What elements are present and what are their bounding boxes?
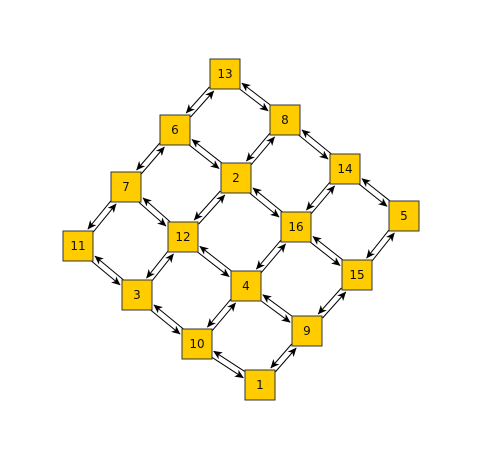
edge-arrow-9-to-4 (262, 294, 295, 318)
edge-arrow-3-to-12 (150, 253, 174, 283)
edge-arrow-3-to-11 (94, 255, 125, 281)
node-box (220, 162, 252, 194)
edge-arrow-16-to-14 (310, 185, 335, 215)
edge-arrow-16-to-4 (256, 239, 282, 270)
node-13: 13 (209, 58, 241, 90)
edge-arrow-14-to-5 (357, 182, 388, 207)
node-label: 4 (242, 279, 250, 293)
edge-arrow-5-to-14 (361, 178, 392, 203)
node-2: 2 (220, 162, 252, 194)
edge-arrow-1-to-9 (274, 347, 297, 373)
node-box (62, 230, 94, 262)
edge-arrow-11-to-7 (92, 203, 117, 234)
node-7: 7 (110, 171, 142, 203)
node-box (209, 58, 241, 90)
node-label: 15 (349, 268, 364, 282)
node-label: 3 (133, 288, 141, 302)
edge-arrow-9-to-1 (270, 343, 293, 369)
edge-arrow-8-to-14 (297, 134, 329, 160)
node-6: 6 (159, 114, 191, 146)
edge-arrow-15-to-5 (370, 232, 395, 263)
node-label: 10 (189, 337, 204, 351)
edges-layer (87, 82, 395, 379)
node-14: 14 (329, 153, 361, 185)
edge-arrow-1-to-10 (213, 350, 247, 374)
node-label: 12 (175, 230, 190, 244)
node-label: 7 (122, 180, 130, 194)
node-5: 5 (388, 200, 420, 232)
node-8: 8 (269, 104, 301, 136)
edge-arrow-12-to-2 (198, 194, 226, 225)
edge-arrow-7-to-6 (140, 146, 165, 175)
node-9: 9 (291, 315, 323, 347)
edge-arrow-12-to-4 (195, 250, 230, 278)
node-label: 11 (70, 239, 85, 253)
node-box (159, 114, 191, 146)
node-box (388, 200, 420, 232)
node-1: 1 (244, 369, 276, 401)
node-label: 16 (288, 220, 303, 234)
edge-arrow-15-to-16 (312, 236, 345, 262)
node-box (167, 221, 199, 253)
edge-arrow-2-to-6 (191, 139, 224, 165)
edge-arrow-11-to-3 (90, 260, 121, 286)
node-label: 5 (400, 209, 408, 223)
node-10: 10 (181, 328, 213, 360)
node-label: 2 (232, 171, 240, 185)
node-11: 11 (62, 230, 94, 262)
edge-arrow-10-to-1 (210, 355, 244, 379)
node-label: 6 (171, 123, 179, 137)
node-label: 14 (337, 162, 352, 176)
node-box (230, 270, 262, 302)
edge-arrow-13-to-8 (237, 87, 269, 112)
node-box (121, 279, 153, 311)
edge-arrow-2-to-16 (248, 192, 280, 218)
edge-arrow-3-to-10 (149, 309, 181, 335)
edge-arrow-5-to-15 (366, 228, 391, 259)
node-box (110, 171, 142, 203)
edge-arrow-7-to-11 (87, 199, 112, 230)
edge-arrow-4-to-12 (199, 245, 234, 273)
node-box (181, 328, 213, 360)
edge-arrow-6-to-13 (190, 90, 215, 118)
node-box (244, 369, 276, 401)
node-label: 1 (256, 378, 264, 392)
node-box (329, 153, 361, 185)
edge-arrow-10-to-3 (153, 304, 185, 330)
node-label: 9 (303, 324, 311, 338)
node-16: 16 (280, 211, 312, 243)
node-box (341, 259, 373, 291)
node-3: 3 (121, 279, 153, 311)
edge-arrow-6-to-2 (187, 143, 220, 169)
edge-arrow-16-to-15 (308, 240, 341, 266)
edge-arrow-9-to-15 (322, 291, 347, 319)
edge-arrow-2-to-12 (193, 190, 221, 221)
node-box (269, 104, 301, 136)
node-box (291, 315, 323, 347)
edge-arrow-2-to-8 (250, 136, 275, 166)
node-box (280, 211, 312, 243)
edge-arrow-14-to-8 (301, 129, 333, 155)
edge-arrow-8-to-13 (241, 82, 273, 107)
node-12: 12 (167, 221, 199, 253)
node-label: 8 (281, 113, 289, 127)
edge-arrow-4-to-9 (258, 299, 291, 323)
edge-arrow-10-to-4 (211, 302, 236, 332)
edge-arrow-16-to-2 (252, 187, 284, 213)
edge-arrow-12-to-7 (142, 197, 171, 222)
node-15: 15 (341, 259, 373, 291)
node-label: 13 (217, 67, 232, 81)
edge-arrow-4-to-16 (260, 243, 286, 274)
node-4: 4 (230, 270, 262, 302)
